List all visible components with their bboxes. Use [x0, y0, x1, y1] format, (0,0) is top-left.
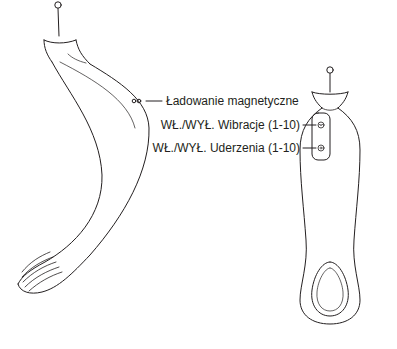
device-side-view: [18, 2, 149, 293]
leader-line: [146, 101, 162, 102]
leader-line: [303, 125, 316, 126]
part-label: WŁ./WYŁ. Wibracje (1-10): [161, 118, 300, 132]
part-label: Ładowanie magnetyczne: [166, 94, 299, 108]
leader-line: [303, 148, 316, 149]
device-front-view: [300, 67, 360, 324]
part-label: WŁ./WYŁ. Uderzenia (1-10): [153, 141, 300, 155]
